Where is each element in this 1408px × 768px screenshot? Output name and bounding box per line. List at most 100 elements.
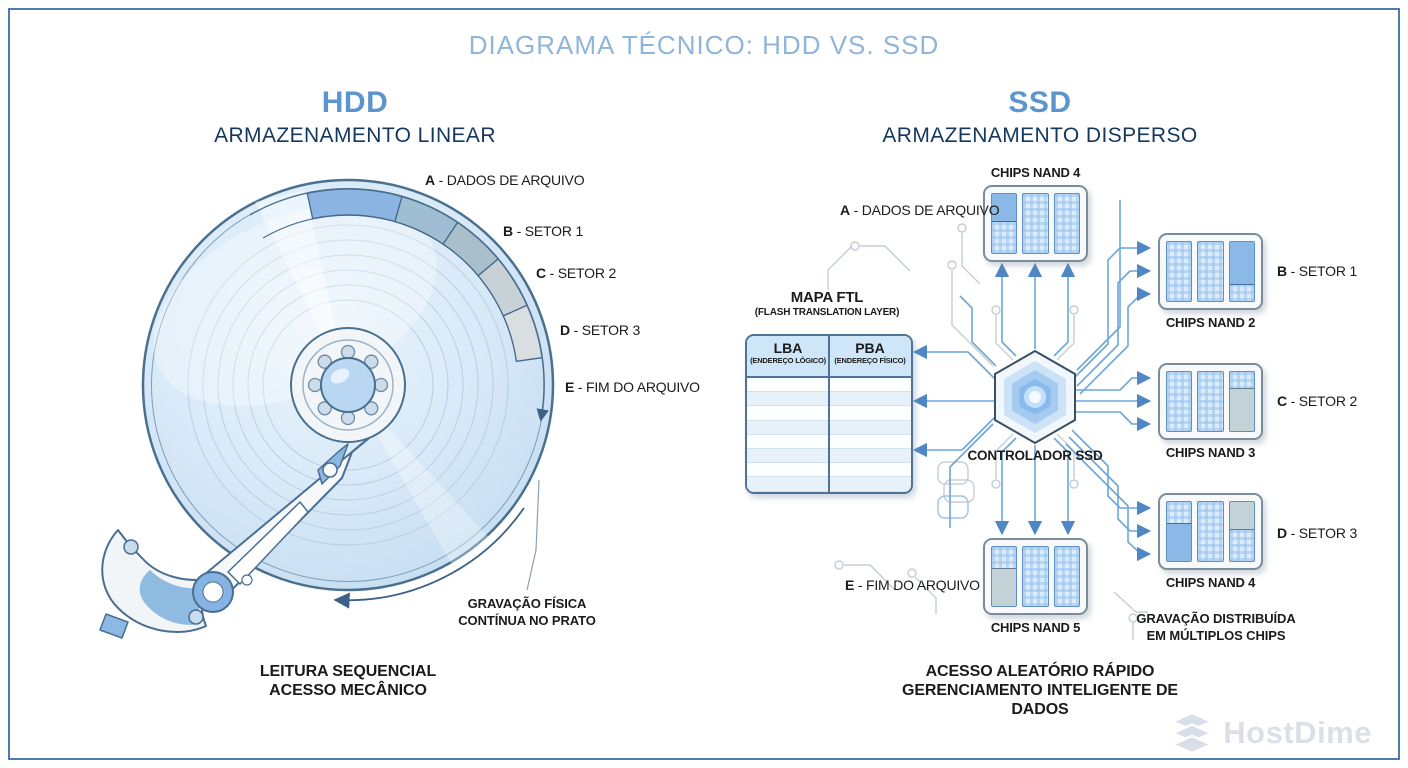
- callout-letter: A: [840, 202, 850, 218]
- callout-text: - SETOR 3: [573, 322, 641, 338]
- written-cell-gray: [1229, 387, 1254, 431]
- ftl-column-divider: [828, 336, 830, 492]
- platter-note-line1: GRAVAÇÃO FÍSICA: [467, 596, 587, 611]
- ssd-circuit-traces: [827, 200, 1152, 640]
- callout-letter: E: [845, 577, 855, 593]
- callout-text: - DADOS DE ARQUIVO: [438, 172, 585, 188]
- callout-text: - SETOR 3: [1290, 525, 1358, 541]
- hdd-callout-d: D - SETOR 3: [560, 322, 640, 338]
- ssd-footer-line2: GERENCIAMENTO INTELIGENTE DE DADOS: [901, 682, 1179, 718]
- nand-column: [1228, 501, 1255, 562]
- written-cell-gray: [992, 568, 1017, 606]
- hdd-callout-a: A - DADOS DE ARQUIVO: [425, 172, 585, 188]
- diagram-title: DIAGRAMA TÉCNICO: HDD VS. SSD: [468, 30, 940, 60]
- callout-text: - SETOR 1: [1290, 263, 1358, 279]
- nand-column: [1228, 241, 1255, 302]
- nand-chip-bottom: [983, 538, 1088, 615]
- ssd-subheading: ARMAZENAMENTO DISPERSO: [882, 124, 1198, 147]
- written-cell-blue: [1167, 523, 1192, 561]
- controller-label: CONTROLADOR SSD: [967, 448, 1103, 463]
- nand-column: [1228, 371, 1255, 432]
- nand-column: [1053, 546, 1080, 607]
- ftl-table: LBA (ENDEREÇO LÓGICO) PBA (ENDEREÇO FÍSI…: [745, 334, 913, 494]
- nand-chip-right-2: [1158, 363, 1263, 440]
- nand-column: [1166, 501, 1193, 562]
- spindle-hub: [290, 327, 406, 443]
- written-cell-blue: [1229, 242, 1254, 286]
- written-cell-blue: [992, 194, 1017, 222]
- chip-label-right-1: CHIPS NAND 2: [1165, 315, 1256, 330]
- ftl-col-pba-name: PBA: [855, 340, 885, 356]
- nand-column: [1197, 501, 1224, 562]
- controller-bus-traces: [912, 200, 1152, 562]
- hdd-callout-b: B - SETOR 1: [503, 223, 583, 239]
- ftl-col-lba-sub: (ENDEREÇO LÓGICO): [750, 356, 826, 365]
- ssd-callout-a: A - DADOS DE ARQUIVO: [840, 202, 1000, 218]
- ftl-col-pba-sub: (ENDEREÇO FÍSICO): [834, 356, 906, 365]
- ftl-map-title: MAPA FTL: [790, 289, 864, 306]
- callout-text: - SETOR 1: [516, 223, 584, 239]
- callout-letter: E: [565, 379, 575, 395]
- callout-letter: B: [1277, 263, 1287, 279]
- hdd-footer-line2: ACESSO MECÂNICO: [269, 682, 427, 699]
- ftl-col-lba: LBA (ENDEREÇO LÓGICO): [747, 336, 829, 376]
- hdd-subheading: ARMAZENAMENTO LINEAR: [214, 124, 496, 147]
- distribution-note-line1: GRAVAÇÃO DISTRIBUÍDA: [1136, 611, 1296, 626]
- platter-note-line2: CONTÍNUA NO PRATO: [458, 613, 596, 628]
- callout-text: - FIM DO ARQUIVO: [857, 577, 980, 593]
- ssd-callout-b: B - SETOR 1: [1277, 263, 1357, 279]
- callout-letter: D: [560, 322, 570, 338]
- chip-label-right-2: CHIPS NAND 3: [1165, 445, 1256, 460]
- hdd-footer-note: LEITURA SEQUENCIAL ACESSO MECÂNICO: [238, 662, 458, 700]
- nand-column: [1197, 371, 1224, 432]
- callout-text: - DADOS DE ARQUIVO: [853, 202, 1000, 218]
- hdd-callout-c: C - SETOR 2: [536, 265, 616, 281]
- hdd-header: HDD ARMAZENAMENTO LINEAR: [145, 86, 565, 148]
- controller-hexagon-icon: [994, 349, 1076, 445]
- hdd-heading: HDD: [321, 86, 389, 119]
- ssd-header: SSD ARMAZENAMENTO DISPERSO: [830, 86, 1250, 148]
- ssd-callout-e: E - FIM DO ARQUIVO: [845, 577, 980, 593]
- callout-text: - SETOR 2: [1290, 393, 1358, 409]
- hdd-callout-e: E - FIM DO ARQUIVO: [565, 379, 700, 395]
- hostdime-logo: HostDime: [1170, 712, 1372, 754]
- nand-chip-right-1: [1158, 233, 1263, 310]
- callout-text: - SETOR 2: [549, 265, 617, 281]
- ssd-footer-note: ACESSO ALEATÓRIO RÁPIDO GERENCIAMENTO IN…: [880, 662, 1200, 719]
- nand-column: [991, 546, 1018, 607]
- nand-column: [1197, 241, 1224, 302]
- callout-letter: A: [425, 172, 435, 188]
- rotation-arrow: [333, 507, 525, 609]
- callout-text: - FIM DO ARQUIVO: [577, 379, 700, 395]
- nand-column: [1166, 241, 1193, 302]
- data-track-band: [249, 188, 549, 422]
- chip-label-right-3: CHIPS NAND 4: [1165, 575, 1256, 590]
- callout-letter: C: [536, 265, 546, 281]
- hdd-platter-note: GRAVAÇÃO FÍSICA CONTÍNUA NO PRATO: [437, 595, 617, 629]
- platter-note-connector: [526, 479, 540, 591]
- hdd-platter-illustration: [99, 178, 555, 639]
- nand-chip-right-3: [1158, 493, 1263, 570]
- ftl-col-lba-name: LBA: [773, 340, 803, 356]
- nand-chip-top: [983, 185, 1088, 262]
- hdd-footer-line1: LEITURA SEQUENCIAL: [259, 663, 437, 680]
- ftl-map-subtitle: (FLASH TRANSLATION LAYER): [754, 307, 900, 318]
- nand-column: [1053, 193, 1080, 254]
- chip-label-top: CHIPS NAND 4: [990, 165, 1081, 180]
- nand-column: [1166, 371, 1193, 432]
- ftl-col-pba: PBA (ENDEREÇO FÍSICO): [829, 336, 911, 376]
- written-cell-gray: [1229, 502, 1254, 530]
- nand-column: [1022, 193, 1049, 254]
- hostdime-stack-icon: [1170, 712, 1215, 754]
- decorative-gray-traces: [827, 223, 1148, 640]
- nand-column: [991, 193, 1018, 254]
- actuator-arm-icon: [99, 437, 370, 639]
- callout-letter: D: [1277, 525, 1287, 541]
- ssd-heading: SSD: [1008, 86, 1072, 119]
- ssd-callout-d: D - SETOR 3: [1277, 525, 1357, 541]
- distribution-note-line2: EM MÚLTIPLOS CHIPS: [1146, 628, 1286, 643]
- callout-letter: C: [1277, 393, 1287, 409]
- callout-letter: B: [503, 223, 513, 239]
- ssd-distribution-note: GRAVAÇÃO DISTRIBUÍDA EM MÚLTIPLOS CHIPS: [1136, 610, 1296, 644]
